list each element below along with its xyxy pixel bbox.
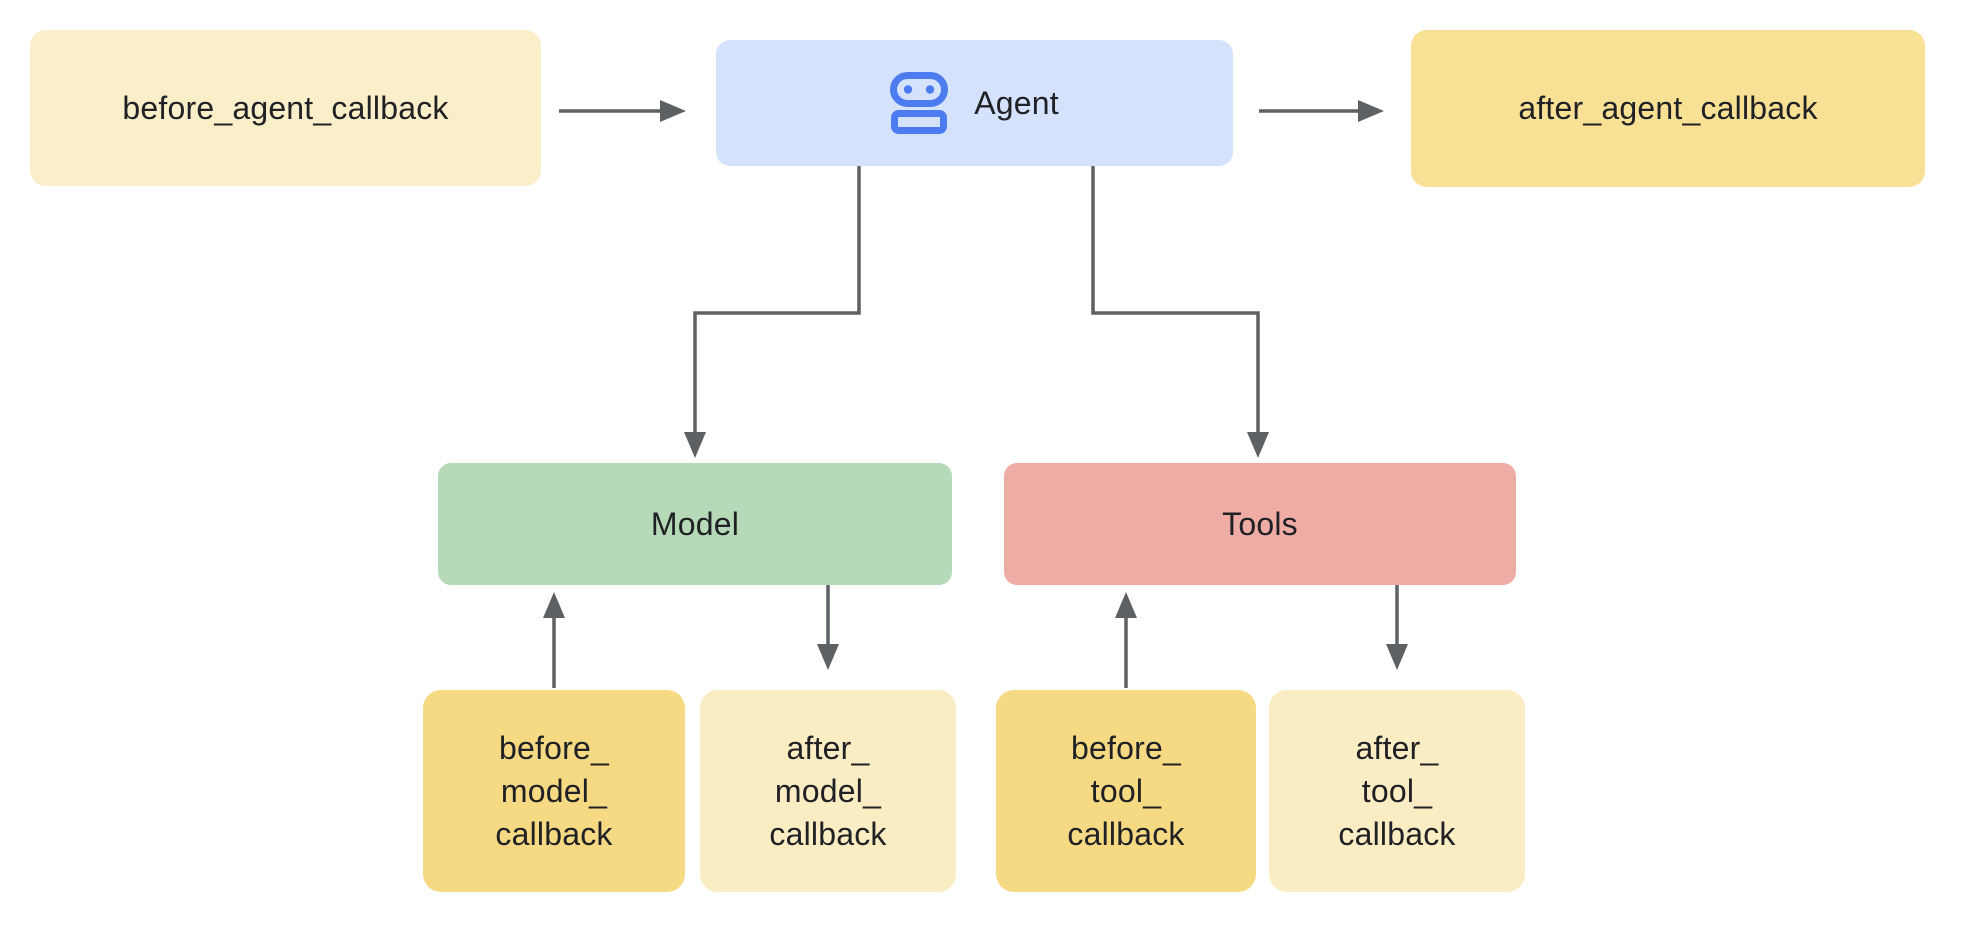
edge-agent-to-tools [1091, 166, 1269, 458]
node-agent: Agent [716, 40, 1233, 166]
node-after-tool-callback: after_ tool_ callback [1269, 690, 1525, 892]
node-after-agent-callback: after_agent_callback [1411, 30, 1925, 187]
edge-agent-to-model [684, 166, 861, 458]
node-before-tool-callback: before_ tool_ callback [996, 690, 1256, 892]
tools-label: Tools [1222, 505, 1298, 542]
robot-icon [890, 72, 949, 134]
after-agent-callback-label: after_agent_callback [1518, 90, 1818, 127]
model-label: Model [650, 505, 740, 542]
node-before-model-callback: before_ model_ callback [423, 690, 685, 892]
node-tools: Tools [1004, 463, 1516, 585]
before-agent-callback-label: before_agent_callback [122, 89, 449, 126]
after-model-callback-label: after_ model_ callback [769, 729, 887, 852]
node-after-model-callback: after_ model_ callback [700, 690, 956, 892]
agent-label: Agent [974, 84, 1059, 121]
before-model-callback-label: before_ model_ callback [495, 729, 613, 852]
after-tool-callback-label: after_ tool_ callback [1338, 729, 1456, 852]
node-model: Model [438, 463, 952, 585]
before-tool-callback-label: before_ tool_ callback [1067, 729, 1185, 852]
node-before-agent-callback: before_agent_callback [30, 30, 541, 186]
